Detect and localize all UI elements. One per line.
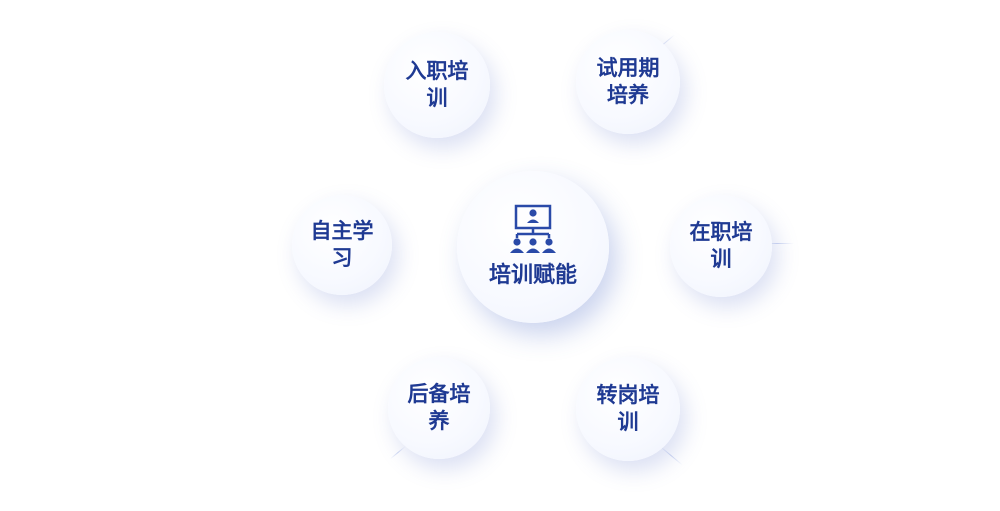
node-label: 试用期培养	[596, 56, 660, 107]
node-label: 转岗培训	[596, 383, 660, 434]
node-onboarding-training: 入职培训	[384, 32, 490, 138]
node-probation-development: 试用期培养	[576, 30, 680, 134]
center-node: 培训赋能	[457, 171, 609, 323]
decorative-line	[760, 243, 794, 244]
node-transfer-training: 转岗培训	[576, 357, 680, 461]
node-reserve-development: 后备培养	[388, 357, 490, 459]
presentation-org-chart-icon	[510, 204, 556, 253]
node-label: 自主学习	[310, 219, 374, 270]
node-on-the-job-training: 在职培训	[670, 195, 772, 297]
node-label: 在职培训	[689, 220, 753, 271]
node-self-learning: 自主学习	[292, 195, 392, 295]
center-title: 培训赋能	[488, 263, 577, 288]
decorative-line	[390, 445, 406, 460]
node-label: 入职培训	[405, 59, 469, 110]
node-label: 后备培养	[407, 382, 471, 433]
decorative-line	[659, 445, 683, 466]
